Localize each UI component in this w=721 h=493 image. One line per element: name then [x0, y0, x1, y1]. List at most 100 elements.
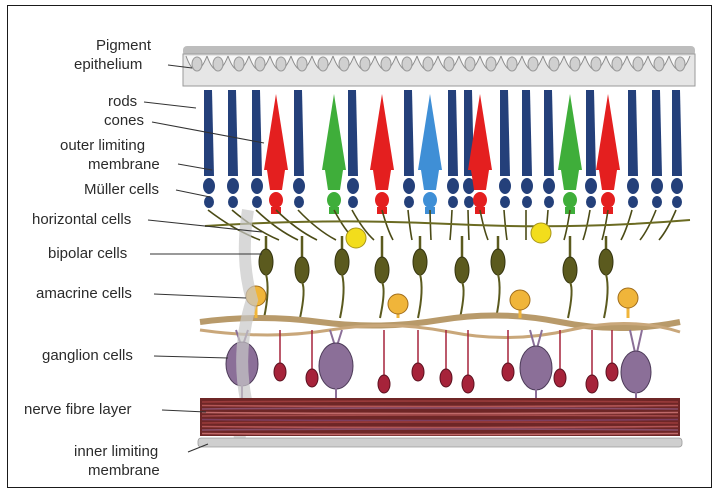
rod-cell: [671, 90, 683, 208]
bipolar-axon: [460, 282, 464, 318]
epithelium-nucleus: [507, 57, 517, 71]
rod-cell: [627, 90, 639, 208]
label-olm-1: outer limiting: [60, 137, 145, 154]
epithelium-nucleus: [213, 57, 223, 71]
label-nerve: nerve fibre layer: [24, 401, 132, 418]
rod-cell: [585, 90, 597, 208]
small-ganglion-cell: [274, 363, 286, 381]
bipolar-cell: [599, 249, 613, 275]
ganglion-cell: [520, 346, 552, 390]
rod-cell: [521, 90, 533, 208]
epithelium-nucleus: [633, 57, 643, 71]
rod-cell: [293, 90, 305, 208]
epithelium-nucleus: [675, 57, 685, 71]
rod-cell: [447, 90, 459, 208]
small-ganglion-cell: [412, 363, 424, 381]
rod-cell: [403, 90, 415, 208]
photoreceptor-axon: [408, 210, 412, 240]
epithelium-nucleus: [570, 57, 580, 71]
label-pigment-1: Pigment: [96, 37, 152, 54]
small-ganglion-cell: [378, 375, 390, 393]
photoreceptor-axon: [659, 210, 676, 240]
label-rods: rods: [108, 93, 137, 110]
bipolar-cell: [413, 249, 427, 275]
bipolar-axon: [604, 274, 608, 318]
photoreceptor-axon: [276, 210, 317, 240]
bipolar-cell: [491, 249, 505, 275]
epithelium-nucleus: [318, 57, 328, 71]
small-ganglion-cell: [554, 369, 566, 387]
label-ilm-1: inner limiting: [74, 443, 158, 460]
ganglion-cell: [621, 351, 651, 393]
label-ilm-2: membrane: [88, 462, 160, 479]
epithelium-nucleus: [465, 57, 475, 71]
small-ganglion-cell: [586, 375, 598, 393]
epithelium-nucleus: [381, 57, 391, 71]
epithelium-nucleus: [339, 57, 349, 71]
green-cone-cell: [322, 94, 346, 214]
rod-cell: [651, 90, 663, 208]
label-amacrine: amacrine cells: [36, 285, 132, 302]
epithelium-nucleus: [444, 57, 454, 71]
bipolar-axon: [496, 274, 500, 318]
photoreceptor-axon: [298, 210, 336, 240]
label-horizontal: horizontal cells: [32, 211, 131, 228]
neural-connections: [205, 210, 690, 318]
photoreceptor-axon: [430, 210, 431, 240]
epithelium-nucleus: [654, 57, 664, 71]
bipolar-cell: [295, 257, 309, 283]
amacrine-cell: [388, 294, 408, 314]
epithelium-nucleus: [360, 57, 370, 71]
bipolar-axon: [418, 274, 422, 318]
photoreceptor-axon: [564, 210, 570, 240]
inner-limiting-membrane: [198, 438, 682, 447]
epithelium-nucleus: [549, 57, 559, 71]
small-ganglion-cell: [306, 369, 318, 387]
bipolar-axon: [340, 274, 344, 318]
red-cone-cell: [370, 94, 394, 214]
epithelium-nucleus: [612, 57, 622, 71]
rod-cell: [251, 90, 263, 208]
photoreceptor-axon: [382, 210, 393, 240]
epithelium-nucleus: [276, 57, 286, 71]
epithelium-nucleus: [255, 57, 265, 71]
epithelium-nucleus: [486, 57, 496, 71]
bipolar-axon: [300, 282, 304, 318]
green-cone-cell: [558, 94, 582, 214]
labels: Pigment epithelium rods cones outer limi…: [24, 37, 160, 479]
small-ganglion-cell: [606, 363, 618, 381]
ganglion-cells: [226, 330, 651, 400]
epithelium-nucleus: [423, 57, 433, 71]
rod-cell: [499, 90, 511, 208]
bipolar-cell: [375, 257, 389, 283]
label-muller: Müller cells: [84, 181, 159, 198]
amacrine-cells: [246, 286, 638, 318]
epithelium-nucleus: [591, 57, 601, 71]
ganglion-cell: [319, 343, 353, 389]
rod-cell: [347, 90, 359, 208]
label-ganglion: ganglion cells: [42, 347, 133, 364]
epithelium-nucleus: [402, 57, 412, 71]
bipolar-cell: [455, 257, 469, 283]
bipolar-axon: [568, 282, 572, 318]
bipolar-cell: [259, 249, 273, 275]
photoreceptor-layer: [203, 90, 683, 214]
inner-plexiform-layer: [200, 315, 680, 337]
photoreceptor-axon: [256, 210, 298, 240]
epithelium-nucleus: [528, 57, 538, 71]
amacrine-cell: [618, 288, 638, 308]
label-olm-2: membrane: [88, 156, 160, 173]
epithelium-nucleus: [192, 57, 202, 71]
pigment-epithelium-layer: [183, 46, 695, 86]
red-cone-cell: [264, 94, 288, 214]
epithelium-nucleus: [234, 57, 244, 71]
small-ganglion-cell: [440, 369, 452, 387]
bipolar-cell: [335, 249, 349, 275]
rod-cell: [203, 90, 215, 208]
outer-plexiform-fibre: [205, 220, 690, 226]
nerve-fibre-layer: [200, 398, 680, 436]
small-ganglion-cell: [502, 363, 514, 381]
small-ganglion-cell: [462, 375, 474, 393]
blue-cone-cell: [418, 94, 442, 214]
